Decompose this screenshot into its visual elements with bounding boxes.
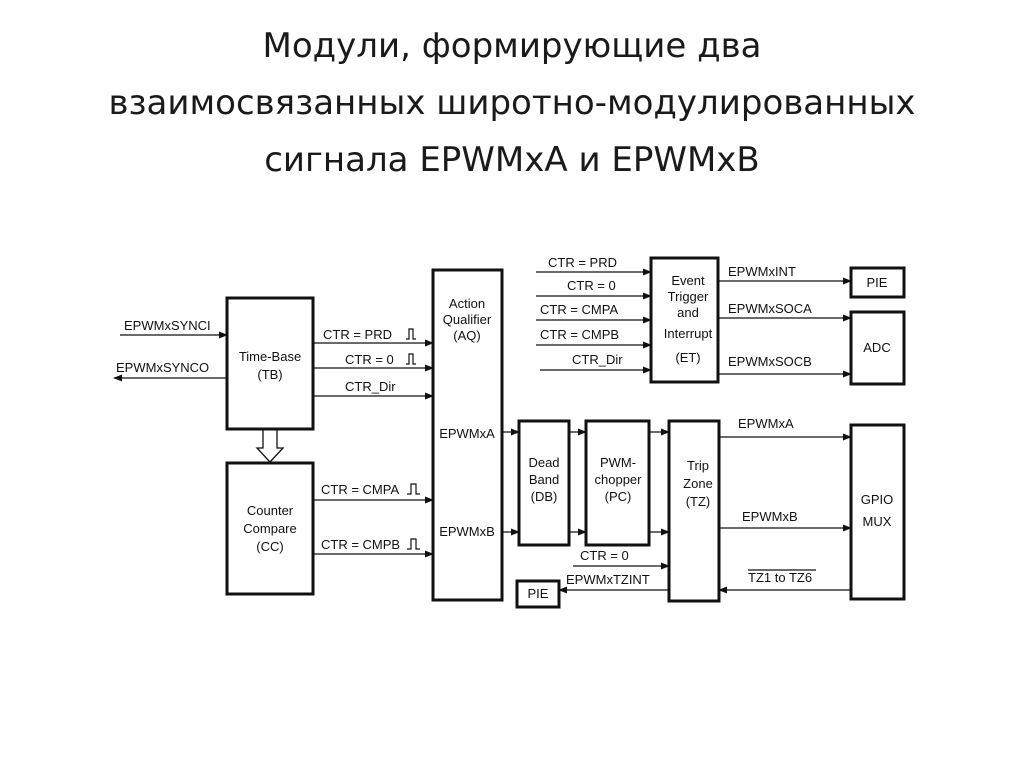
pie-top-label: PIE [867,275,888,290]
action-qualifier-block [431,268,504,602]
dead-band-label-1: Dead [528,455,559,470]
epwmxsynco-label: EPWMxSYNCO [116,360,209,375]
tb-ctr-prd-label: CTR = PRD [323,327,392,342]
action-qualifier-label-1: Action [449,296,485,311]
trip-zone-label-1: Trip [687,458,709,473]
et-ctr-cmpb-label: CTR = CMPB [540,327,619,342]
trip-zone-abbr: (TZ) [686,494,711,509]
counter-compare-block [225,461,315,596]
tb-to-cc-hollow-arrow [255,430,285,463]
event-trigger-label-4: Interrupt [664,326,713,341]
pwm-chopper-label-2: chopper [595,472,643,487]
tz-epwmxb-label: EPWMxB [742,509,798,524]
time-base-abbr: (TB) [257,367,282,382]
tz-epwmxa-label: EPWMxA [738,416,794,431]
pie-top-block [849,266,906,299]
dead-band-block [517,419,571,547]
aq-epwmxa-label: EPWMxA [439,426,495,441]
trip-zone-block [667,419,721,603]
pie-bottom-block [515,579,561,609]
time-base-label: Time-Base [239,349,301,364]
epwmxsocb-label: EPWMxSOCB [728,354,812,369]
event-trigger-label-1: Event [671,273,705,288]
cc-ctr-cmpa-label: CTR = CMPA [321,482,399,497]
tb-ctr-zero-pulse-icon [406,353,416,365]
slide-title: Модули, формирующие два взаимосвязанных … [0,18,1024,189]
title-line-3: сигнала EPWMxA и EPWMxB [264,140,760,180]
time-base-block [225,296,315,431]
adc-block [849,310,906,386]
tz-ctr-zero-label: CTR = 0 [580,548,629,563]
gpio-mux-label-1: GPIO [861,492,894,507]
et-ctr-zero-label: CTR = 0 [567,278,616,293]
et-ctr-prd-label: CTR = PRD [548,255,617,270]
tb-ctr-prd-pulse-icon [406,328,416,340]
pie-bottom-label: PIE [528,586,549,601]
event-trigger-block [649,256,720,384]
adc-label: ADC [863,340,890,355]
aq-epwmxb-label: EPWMxB [439,524,495,539]
et-ctr-cmpa-label: CTR = CMPA [540,302,618,317]
dead-band-label-2: Band [529,472,559,487]
pwm-chopper-block [584,419,651,547]
dead-band-abbr: (DB) [531,489,558,504]
cc-ctr-cmpb-pulse-icon [407,538,420,550]
title-line-2: взаимосвязанных широтно-модулированных [108,83,916,123]
et-ctr-dir-label: CTR_Dir [572,352,623,367]
event-trigger-abbr: (ET) [675,350,700,365]
epwmxsoca-label: EPWMxSOCA [728,301,812,316]
counter-compare-abbr: (CC) [256,539,283,554]
counter-compare-label-2: Compare [243,521,296,536]
epwmxint-label: EPWMxINT [728,264,796,279]
event-trigger-label-3: and [677,305,699,320]
cc-ctr-cmpb-label: CTR = CMPB [321,537,400,552]
pwm-chopper-abbr: (PC) [605,489,632,504]
epwmxsynci-label: EPWMxSYNCI [124,318,211,333]
tb-ctr-zero-label: CTR = 0 [345,352,394,367]
action-qualifier-abbr: (AQ) [453,328,480,343]
counter-compare-label-1: Counter [247,503,294,518]
epwmxtzint-label: EPWMxTZINT [566,572,650,587]
gpio-mux-block [849,423,906,601]
gpio-mux-label-2: MUX [863,514,892,529]
action-qualifier-label-2: Qualifier [443,312,492,327]
tz-inputs-label: TZ1 to TZ6 [748,570,812,585]
title-line-1: Модули, формирующие два [262,26,762,66]
trip-zone-label-2: Zone [683,476,713,491]
pwm-chopper-label-1: PWM- [600,455,636,470]
cc-ctr-cmpa-pulse-icon [407,483,420,495]
tb-ctr-dir-label: CTR_Dir [345,379,396,394]
event-trigger-label-2: Trigger [668,289,709,304]
